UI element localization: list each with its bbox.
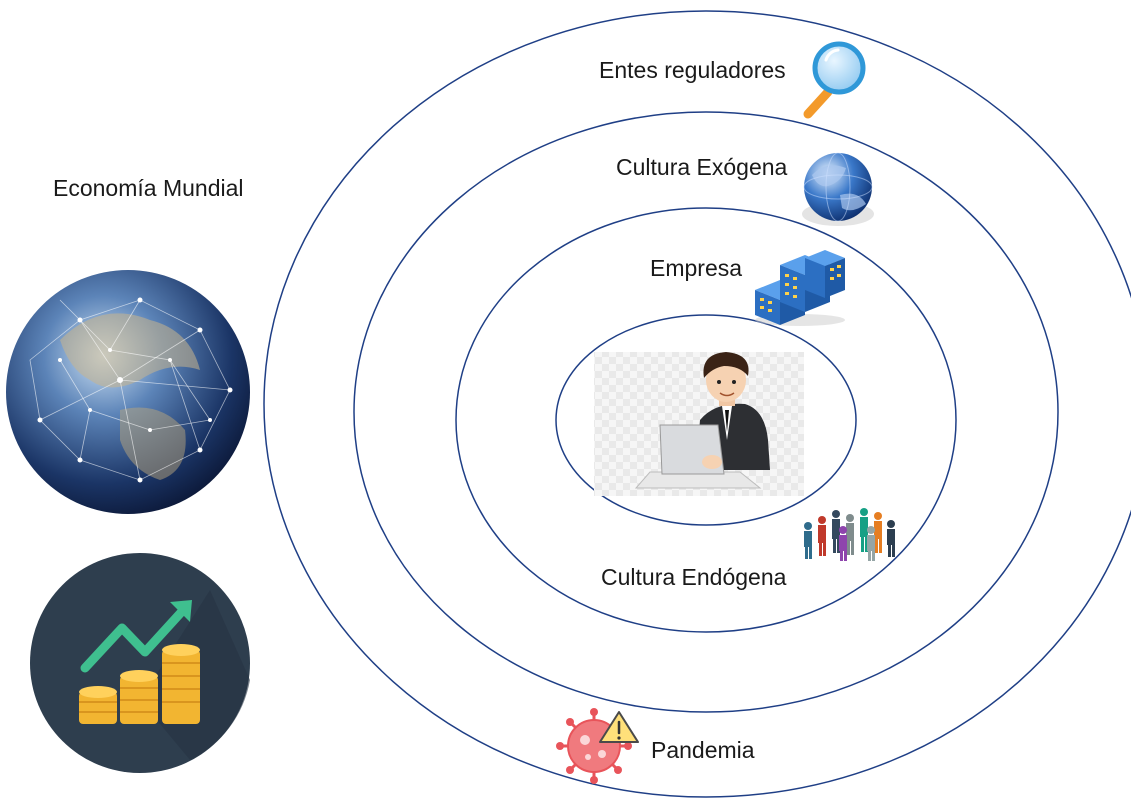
magnifier-icon <box>803 41 866 119</box>
label-entes-reguladores: Entes reguladores <box>599 57 786 83</box>
label-cultura-endogena: Cultura Endógena <box>601 564 787 590</box>
globe-icon <box>802 152 874 226</box>
label-empresa: Empresa <box>650 255 742 281</box>
coin-stack-large <box>162 644 200 724</box>
ring-outer <box>263 10 1131 798</box>
businessman-laptop-icon <box>594 352 804 496</box>
coin-stack-small <box>79 686 117 724</box>
buildings-icon <box>755 250 845 326</box>
virus-warning-icon <box>556 708 639 784</box>
left-title: Economía Mundial <box>53 175 244 201</box>
coins-growth-icon <box>30 553 250 773</box>
ring-third <box>455 207 957 633</box>
label-pandemia: Pandemia <box>651 737 755 763</box>
rings <box>263 10 1131 798</box>
coin-stack-medium <box>120 670 158 724</box>
earth-network-icon <box>6 270 250 514</box>
ring-second <box>353 111 1059 713</box>
label-cultura-exogena: Cultura Exógena <box>616 154 788 180</box>
crowd-icon <box>804 508 895 561</box>
ring-inner <box>555 314 857 526</box>
